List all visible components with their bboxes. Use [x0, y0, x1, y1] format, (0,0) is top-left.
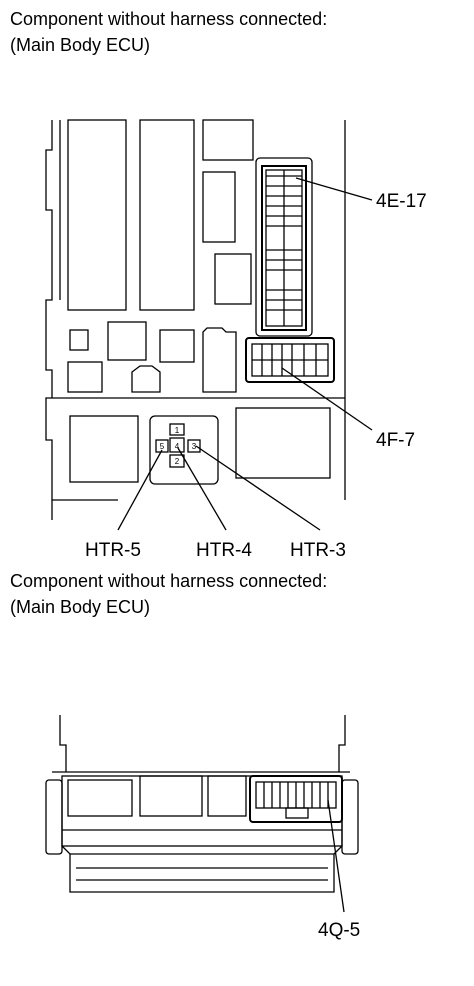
leader-htr-3: [195, 445, 321, 531]
htr-pin-2: 2: [175, 457, 180, 466]
leader-4f-7: [281, 367, 373, 431]
leader-htr-5: [117, 449, 163, 531]
label-htr-5: HTR-5: [85, 540, 141, 561]
top-caption-line2: (Main Body ECU): [10, 35, 151, 55]
connector-4f-7: [245, 337, 335, 383]
htr-pin-1: 1: [175, 426, 180, 435]
label-4e-17: 4E-17: [376, 191, 427, 212]
label-4q-5: 4Q-5: [318, 920, 360, 941]
bottom-caption-line2: (Main Body ECU): [10, 597, 151, 617]
connector-4q-5: [249, 775, 343, 823]
top-caption-line1: Component without harness connected:: [10, 9, 328, 29]
connector-4e-17: [255, 157, 313, 337]
bottom-caption: Component without harness connected: (Ma…: [10, 568, 327, 620]
htr-pin-4: 4: [175, 442, 180, 451]
label-4f-7: 4F-7: [376, 430, 415, 451]
bottom-caption-line1: Component without harness connected:: [10, 571, 328, 591]
htr-pin-5: 5: [160, 442, 165, 451]
label-htr-3: HTR-3: [290, 540, 346, 561]
top-caption: Component without harness connected: (Ma…: [10, 6, 327, 58]
connector-htr: 1 2 3 4 5: [149, 415, 219, 485]
htr-pin-3: 3: [192, 442, 197, 451]
leader-4e-17: [295, 177, 373, 201]
leader-4q-5: [327, 799, 345, 913]
leader-htr-4: [177, 447, 227, 531]
ecu-bottom-body: [45, 715, 359, 893]
ecu-top-body: [45, 119, 346, 520]
label-htr-4: HTR-4: [196, 540, 252, 561]
